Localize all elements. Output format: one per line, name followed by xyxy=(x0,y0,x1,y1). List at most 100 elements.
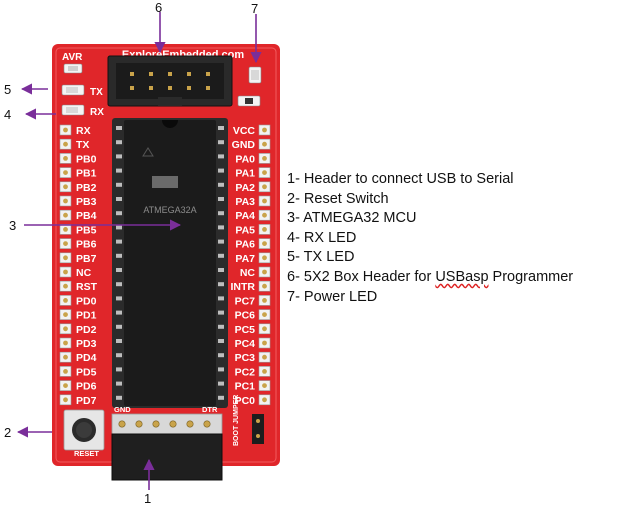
avr-led xyxy=(63,63,83,74)
left-pin-header xyxy=(59,124,72,406)
usbasp-word: USBasp xyxy=(435,268,489,285)
reset-switch xyxy=(63,409,105,451)
socket-pin xyxy=(116,310,122,315)
socket-pin xyxy=(218,395,224,400)
right-pin-label: PC6 xyxy=(235,310,256,322)
box-header-pin xyxy=(130,86,134,90)
box-header-pin xyxy=(206,72,210,76)
right-pin-label: PA0 xyxy=(235,153,255,165)
socket-pin xyxy=(218,324,224,329)
socket-pin xyxy=(116,225,122,230)
socket-pin xyxy=(218,140,224,145)
atmega32-chip: ATMEGA32A xyxy=(112,118,228,408)
callout-3: 3 xyxy=(9,218,16,233)
left-pin-label: PD1 xyxy=(76,310,97,322)
right-pin-hole xyxy=(262,269,267,275)
right-pin-label: PC7 xyxy=(235,295,256,307)
left-pin-label: RST xyxy=(76,281,98,293)
avr-label: AVR xyxy=(62,52,83,63)
callout-7: 7 xyxy=(251,1,258,16)
socket-pin xyxy=(218,339,224,343)
left-pin-label: PD4 xyxy=(76,352,97,364)
callout-arrows xyxy=(16,12,262,490)
socket-pin xyxy=(116,168,122,173)
box-header-pin xyxy=(130,72,134,76)
legend-item-6: 6- 5X2 Box Header for USBasp Programmer xyxy=(287,268,617,288)
right-pin-label: PA6 xyxy=(235,239,255,251)
socket-pin xyxy=(218,353,224,358)
left-pin-label: PB4 xyxy=(76,210,97,222)
right-pin-hole xyxy=(262,241,267,247)
left-pin-label: PD7 xyxy=(76,395,97,407)
left-pin-label: PD2 xyxy=(76,324,97,336)
right-pin-label: PC3 xyxy=(235,352,256,364)
right-pin-hole xyxy=(262,326,267,332)
right-pin-label: PA4 xyxy=(235,210,255,222)
pin1-triangle xyxy=(142,147,154,157)
right-pin-hole xyxy=(262,283,267,289)
socket-pin xyxy=(116,268,122,272)
rx-label: RX xyxy=(90,107,104,118)
box-header-pin xyxy=(187,72,191,76)
right-pin-hole xyxy=(262,340,267,346)
legend-item-5: 5- TX LED xyxy=(287,249,355,266)
left-pin-hole xyxy=(63,127,68,133)
tx-led xyxy=(61,84,85,96)
left-pin-labels: RXTXPB0PB1PB2PB3PB4PB5PB6PB7NCRSTPD0PD1P… xyxy=(76,125,98,407)
right-pin-hole xyxy=(262,141,267,147)
right-pin-hole xyxy=(262,156,267,161)
right-pin-hole xyxy=(262,127,267,133)
left-pin-hole xyxy=(63,170,68,176)
socket-pin xyxy=(116,211,122,216)
box-header-pin xyxy=(168,86,172,90)
socket-pin xyxy=(116,239,122,244)
boot-jumper xyxy=(252,414,264,444)
left-pin-label: TX xyxy=(76,139,89,151)
legend-item-1: 1- Header to connect USB to Serial xyxy=(287,171,514,187)
right-pin-hole xyxy=(262,298,267,303)
right-pin-label: NC xyxy=(240,267,256,279)
power-led xyxy=(248,66,262,84)
right-pin-hole xyxy=(262,383,267,388)
right-pin-hole xyxy=(262,198,267,204)
left-pin-label: PB5 xyxy=(76,224,97,236)
left-pin-label: PB3 xyxy=(76,196,97,208)
callout-2: 2 xyxy=(4,425,11,440)
right-pin-hole xyxy=(262,312,267,317)
socket-pin xyxy=(218,168,224,173)
box-header-pin xyxy=(149,86,153,90)
chip-marking: ATMEGA32A xyxy=(143,205,196,215)
left-pin-label: PD0 xyxy=(76,295,97,307)
right-pin-hole xyxy=(262,255,267,261)
socket-pin xyxy=(116,353,122,358)
left-pin-label: PB0 xyxy=(76,153,97,165)
socket-pin xyxy=(116,339,122,343)
socket-pin xyxy=(116,182,122,187)
socket-pin xyxy=(218,381,224,386)
left-pin-label: PB6 xyxy=(76,239,97,251)
socket-pin xyxy=(218,154,224,159)
legend-item-7: 7- Power LED xyxy=(287,288,378,305)
serial-header-pin xyxy=(135,420,143,428)
left-pin-hole xyxy=(63,269,68,275)
right-pin-label: PC2 xyxy=(235,366,256,378)
left-pin-hole xyxy=(63,241,68,247)
right-pin-label: VCC xyxy=(233,125,256,137)
socket-pin xyxy=(116,197,122,201)
socket-pin xyxy=(116,381,122,386)
right-pin-hole xyxy=(262,354,267,360)
left-pin-hole xyxy=(63,354,68,360)
rx-led xyxy=(61,104,85,116)
right-pin-hole xyxy=(262,184,267,190)
right-pin-label: PA7 xyxy=(235,253,255,265)
box-header-pin xyxy=(187,86,191,90)
socket-pin xyxy=(116,154,122,159)
left-pin-label: RX xyxy=(76,125,91,137)
right-pin-label: INTR xyxy=(231,281,256,293)
gnd-label: GND xyxy=(114,405,131,414)
socket-pin xyxy=(218,296,224,301)
left-pin-label: PB1 xyxy=(76,168,97,180)
right-pin-labels: VCCGNDPA0PA1PA2PA3PA4PA5PA6PA7NCINTRPC7P… xyxy=(231,125,256,407)
left-pin-hole xyxy=(63,326,68,332)
right-pin-hole xyxy=(262,369,267,374)
